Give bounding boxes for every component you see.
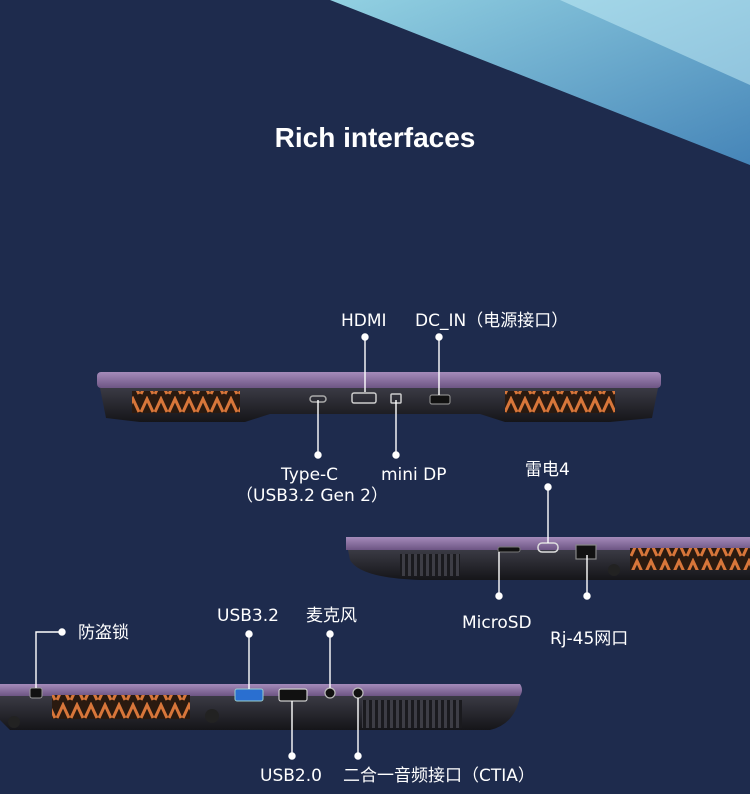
- dc-in-port: [429, 394, 451, 405]
- label-hdmi: HDMI: [341, 311, 387, 331]
- laptop-right-side: [346, 537, 750, 580]
- label-lock: 防盗锁: [78, 623, 129, 643]
- laptop-left-side: [0, 684, 522, 730]
- page-title: Rich interfaces: [274, 122, 476, 153]
- laptop-rear-view: [97, 372, 661, 422]
- microsd-slot: [497, 546, 521, 553]
- audio-jack: [352, 687, 364, 699]
- callout-lines: [35, 333, 591, 760]
- label-combo-audio: 二合一音频接口（CTIA）: [343, 766, 535, 786]
- usb32-port: [234, 688, 264, 702]
- label-type-c-note: （USB3.2 Gen 2）: [236, 486, 388, 506]
- label-microsd: MicroSD: [462, 613, 532, 633]
- label-usb32: USB3.2: [217, 606, 279, 626]
- hdmi-port: [351, 392, 377, 404]
- usb20-port: [278, 688, 308, 702]
- label-rj45: Rj-45网口: [550, 629, 629, 649]
- label-thunderbolt: 雷电4: [525, 460, 570, 480]
- lock-slot: [29, 687, 43, 699]
- label-mini-dp: mini DP: [381, 465, 447, 485]
- mic-jack: [324, 687, 336, 699]
- label-dc-in: DC_IN（电源接口）: [415, 311, 569, 331]
- rj45-port: [575, 544, 597, 560]
- label-type-c: Type-C: [281, 465, 339, 485]
- light-rays: [330, 0, 750, 165]
- label-usb20: USB2.0: [260, 766, 322, 786]
- label-mic: 麦克风: [306, 606, 357, 626]
